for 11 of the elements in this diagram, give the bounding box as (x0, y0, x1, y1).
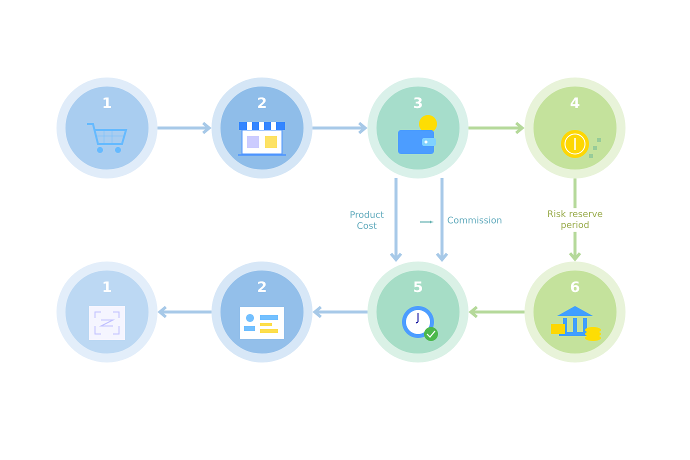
arrow (390, 178, 402, 262)
arrow (436, 178, 448, 262)
edge-label: Commission (446, 216, 504, 224)
edge-label: Risk reserve period (538, 208, 612, 232)
edge-label: Product Cost (342, 210, 392, 230)
arrow (312, 306, 368, 318)
arrow (312, 122, 368, 134)
arrow (158, 306, 212, 318)
arrow (158, 122, 212, 134)
arrow (468, 306, 524, 318)
arrow (468, 122, 524, 134)
